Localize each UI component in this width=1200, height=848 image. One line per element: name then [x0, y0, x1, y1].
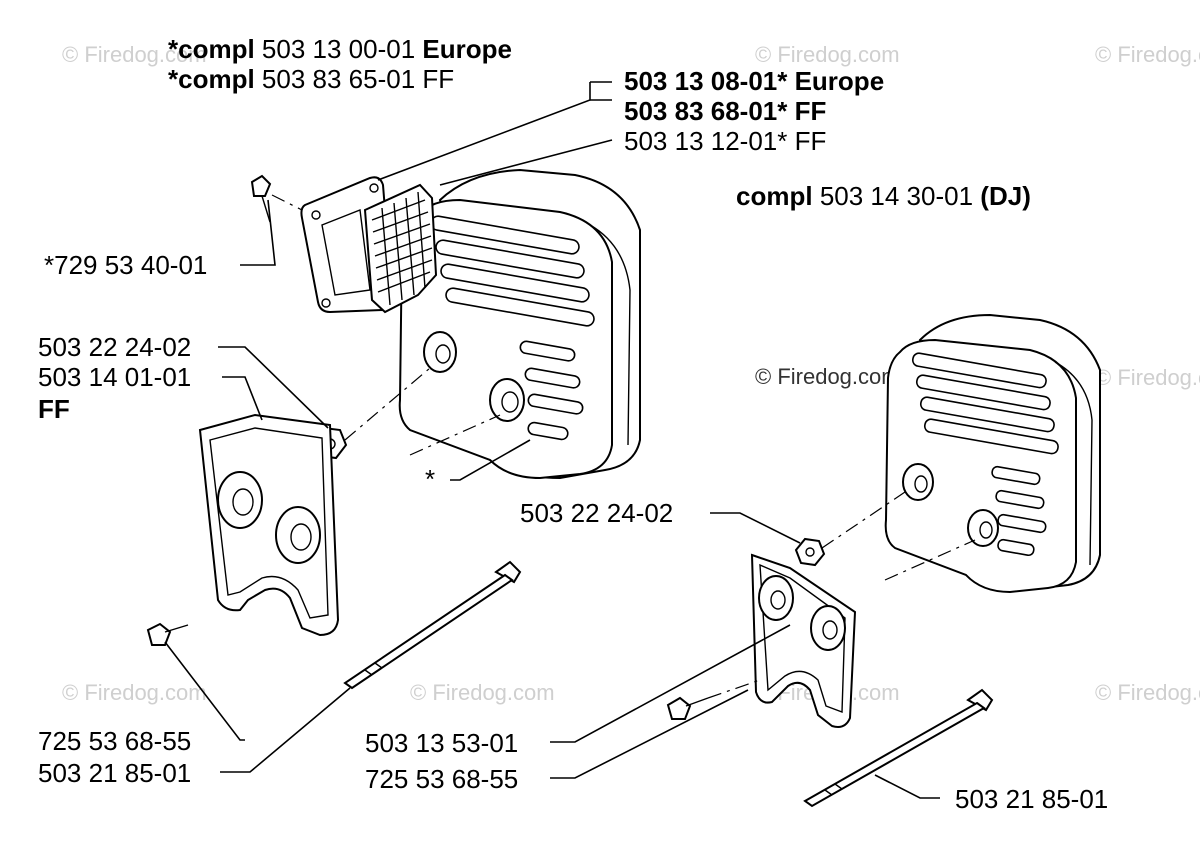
screw-right-part — [666, 679, 761, 720]
screw-left-part — [146, 622, 189, 646]
label-nut-right: 503 22 24-02 — [520, 498, 673, 528]
label-gasket-ff: 503 83 68-01* FF — [624, 96, 826, 126]
label-screw-right: 725 53 68-55 — [365, 764, 518, 794]
watermark: © Firedog.com — [410, 680, 555, 705]
label-gasket-europe: 503 13 08-01* Europe — [624, 66, 884, 96]
spark-screen — [363, 183, 438, 314]
label-compl-ff: *compl 503 83 65-01 FF — [168, 64, 454, 94]
watermark: © Firedog.com — [1095, 365, 1200, 390]
watermark: © Firedog.com — [62, 42, 207, 67]
label-screen-ff: 503 13 12-01* FF — [624, 126, 826, 156]
screw-top-part — [250, 174, 303, 223]
watermark: © Firedog.com — [755, 364, 900, 389]
part-labels: *compl 503 13 00-01 Europe *compl 503 83… — [38, 34, 1108, 814]
label-plate-right: 503 13 53-01 — [365, 728, 518, 758]
label-asterisk: * — [425, 464, 435, 494]
muffler-right — [884, 313, 1101, 594]
watermark: © Firedog.com — [1095, 680, 1200, 705]
watermark: © Firedog.com — [1095, 42, 1200, 67]
muffler-left — [398, 168, 641, 480]
watermark: © Firedog.com — [62, 680, 207, 705]
label-compl-europe: *compl 503 13 00-01 Europe — [168, 34, 512, 64]
label-plate-left: 503 14 01-01 — [38, 362, 191, 392]
label-screw-left: 725 53 68-55 — [38, 726, 191, 756]
plate-left-part — [198, 413, 340, 637]
bolt-right-part — [803, 688, 994, 808]
label-nut-left: 503 22 24-02 — [38, 332, 191, 362]
label-screw-top: *729 53 40-01 — [44, 250, 207, 280]
plate-right-part — [750, 553, 857, 728]
label-bolt-right: 503 21 85-01 — [955, 784, 1108, 814]
bolt-left-part — [343, 560, 522, 690]
nut-right-part — [794, 489, 976, 581]
watermark: © Firedog.com — [755, 42, 900, 67]
label-compl-dj: compl 503 14 30-01 (DJ) — [736, 181, 1031, 211]
leader-lines — [164, 81, 940, 799]
label-plate-left-ff: FF — [38, 394, 70, 424]
label-bolt-left: 503 21 85-01 — [38, 758, 191, 788]
